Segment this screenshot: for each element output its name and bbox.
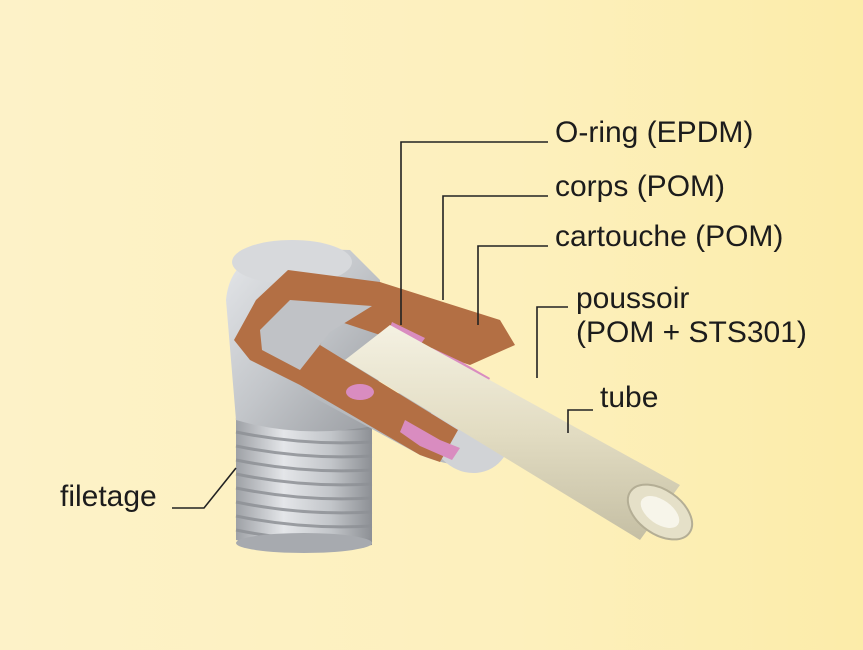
- label-poussoir-line1: poussoir: [576, 282, 690, 315]
- tube-part: [345, 325, 694, 541]
- leader-poussoir: [536, 306, 568, 378]
- leader-tube: [567, 409, 593, 433]
- leader-oring: [400, 141, 548, 325]
- leader-filetage: [172, 467, 237, 509]
- label-filetage: filetage: [60, 480, 157, 513]
- label-poussoir: poussoir (POM + STS301): [576, 282, 807, 349]
- thread-section: [235, 405, 373, 553]
- label-tube: tube: [600, 381, 659, 414]
- leader-cartouche: [477, 245, 548, 325]
- leader-corps: [442, 195, 548, 300]
- cutaway-section: [234, 270, 515, 462]
- label-cartouche: cartouche (POM): [555, 220, 784, 253]
- label-corps: corps (POM): [555, 170, 726, 203]
- label-poussoir-line2: (POM + STS301): [576, 315, 807, 349]
- leader-lines: [172, 141, 593, 509]
- label-oring: O-ring (EPDM): [555, 116, 754, 149]
